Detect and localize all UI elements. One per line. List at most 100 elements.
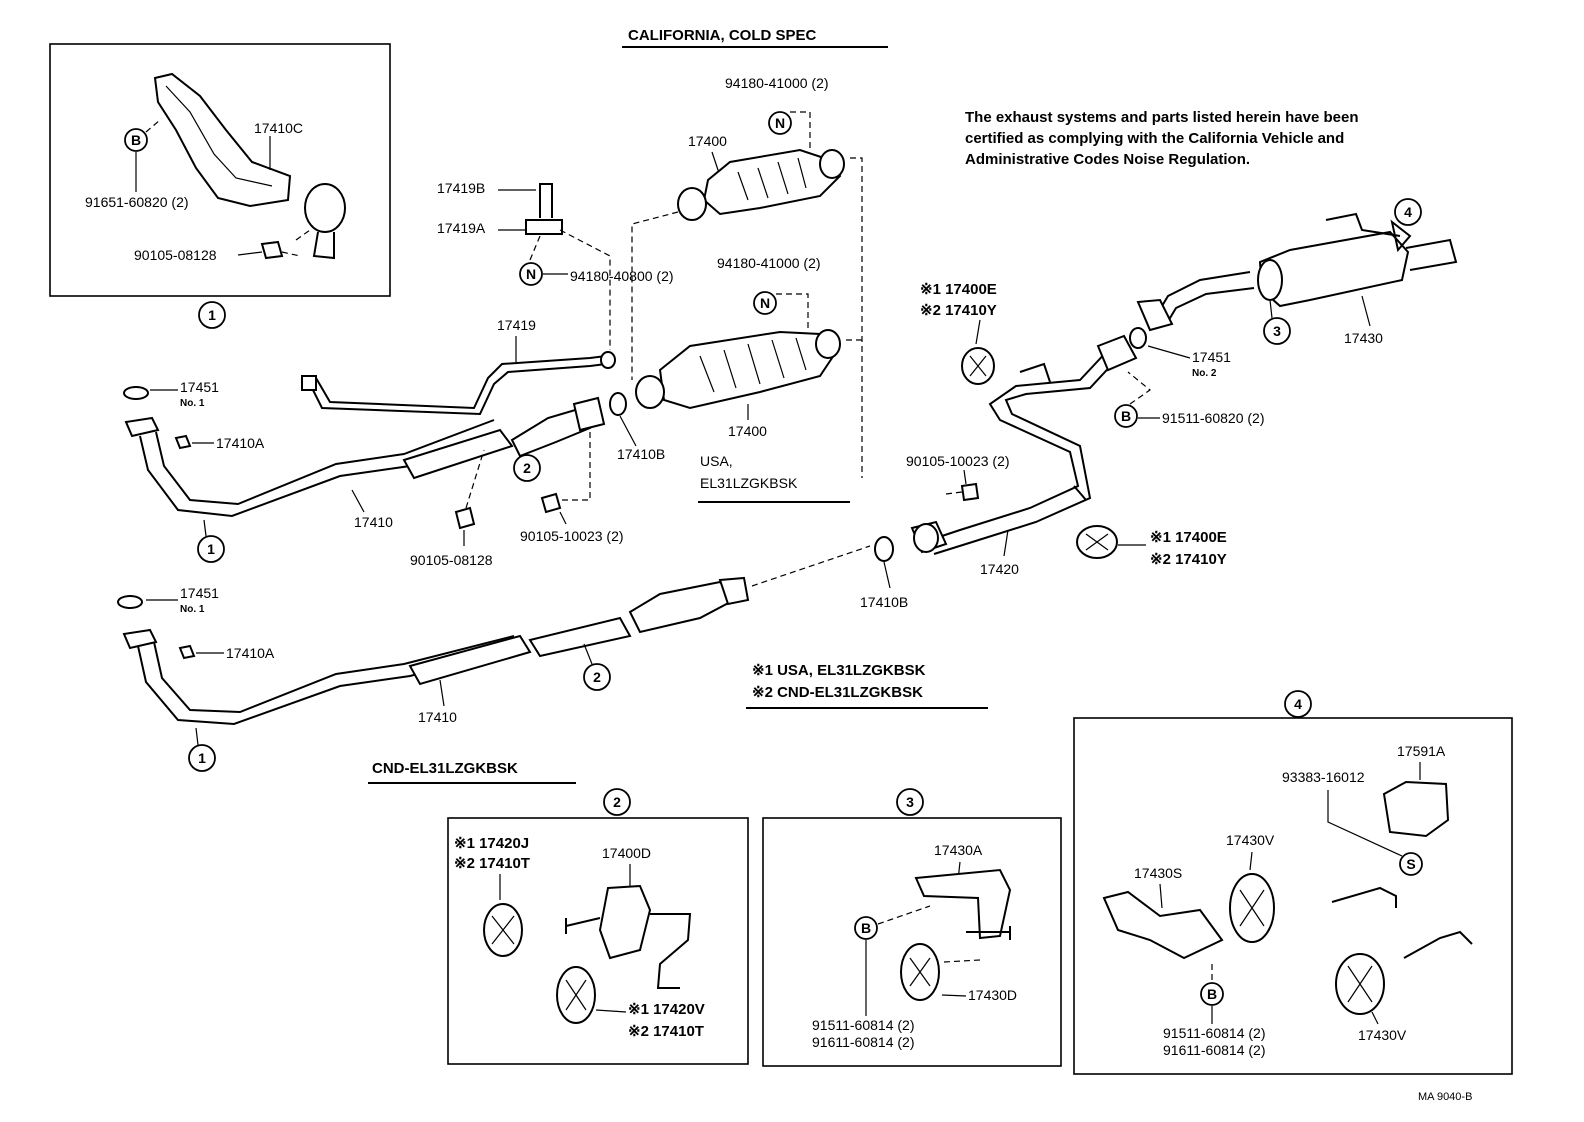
notice-line-2: certified as complying with the Californ… — [965, 130, 1344, 147]
label-91511-60820: 91511-60820 (2) — [1162, 410, 1264, 426]
callout-B-box3-text: B — [861, 920, 871, 936]
callout-2-box — [603, 788, 631, 816]
bolt-90105-08128-usa — [454, 506, 476, 530]
callout-N-lower — [753, 291, 777, 315]
label-17420V: ※1 17420V — [628, 1001, 705, 1018]
bolt-90105-10023-center — [960, 482, 980, 502]
label-17410-usa: 17410 — [354, 514, 393, 530]
callout-1-cnd — [188, 744, 216, 772]
pipe-17419: 17419 — [301, 317, 616, 416]
pipe-clamp — [304, 183, 346, 233]
gasket-17410B-upper — [609, 392, 627, 416]
callout-4-muffler — [1394, 198, 1422, 226]
label-17430D: 17430D — [968, 987, 1017, 1003]
callout-4-muffler-text: 4 — [1404, 204, 1412, 220]
callout-N-lower-text: N — [760, 295, 770, 311]
callout-B-center — [1114, 404, 1138, 428]
callout-N-17419-text: N — [526, 266, 536, 282]
callout-2-usa-text: 2 — [523, 460, 531, 476]
bracket-17400D — [598, 884, 652, 960]
label-17400E-lower: ※1 17400E — [1150, 529, 1227, 546]
label-90105-10023-center: 90105-10023 (2) — [906, 453, 1010, 469]
label-91511-60814-box4: 91511-60814 (2) — [1163, 1025, 1265, 1041]
resonator-17410-usa — [402, 428, 514, 480]
label-17430V-upper: 17430V — [1226, 832, 1275, 848]
converter-body-17400-upper — [702, 148, 842, 216]
bracket-17430A — [914, 868, 1012, 940]
callout-B-box4-text: B — [1207, 986, 1217, 1002]
certification-notice: The exhaust systems and parts listed her… — [965, 109, 1358, 168]
section-label-usa-code: EL31LZGKBSK — [700, 475, 798, 491]
label-no2: No. 2 — [1192, 368, 1217, 379]
callout-4-box — [1284, 690, 1312, 718]
bracket-17419A — [525, 219, 563, 235]
label-17410Y-lower: ※2 17410Y — [1150, 551, 1227, 568]
section-label-usa: USA, — [700, 453, 733, 469]
label-17430: 17430 — [1344, 330, 1383, 346]
callout-N-17419 — [519, 262, 543, 286]
bolt-90105-10023-usa — [540, 492, 562, 514]
label-17451-no1-usa: No. 1 — [180, 398, 205, 409]
callout-1-usa — [197, 535, 225, 563]
callout-2-cnd — [583, 663, 611, 691]
hanger-assembly-17419: 17419B 17419A N 94180-40800 (2) — [437, 180, 674, 350]
nut-17410A-usa — [174, 434, 192, 450]
label-17400D: 17400D — [602, 845, 651, 861]
u-bolt-17419B — [539, 183, 553, 218]
exhaust-bracket-17410C — [153, 72, 292, 208]
front-pipe-usa: 17451 No. 1 17410A 17410 1 2 90105-08128… — [123, 379, 624, 568]
callout-2-box-text: 2 — [613, 794, 621, 810]
label-17410B-upper: 17410B — [617, 446, 665, 462]
label-17451-no2: 17451 — [1192, 349, 1231, 365]
catalytic-converter-lower: 94180-41000 (2) N 17400 17410B USA, EL31… — [609, 255, 862, 503]
nut-17410A-cnd — [178, 644, 196, 660]
label-17419: 17419 — [497, 317, 536, 333]
callout-1-box1 — [198, 301, 226, 329]
gasket-17451-usa — [123, 386, 149, 400]
callout-3-box-text: 3 — [906, 794, 914, 810]
label-17430S: 17430S — [1134, 865, 1182, 881]
callout-1-usa-text: 1 — [207, 541, 215, 557]
callout-S-box4-text: S — [1406, 856, 1415, 872]
label-17410C: 17410C — [254, 120, 303, 136]
callout-3-muffler — [1263, 317, 1291, 345]
label-17410Y-upper: ※2 17410Y — [920, 302, 997, 319]
label-17410B-center: 17410B — [860, 594, 908, 610]
gasket-17451-no2 — [1129, 327, 1147, 349]
callout-B-box3 — [854, 916, 878, 940]
callout-1-box1-text: 1 — [208, 307, 216, 323]
label-90105-08128-usa: 90105-08128 — [410, 552, 493, 568]
legend-line-1: ※1 USA, EL31LZGKBSK — [752, 662, 926, 679]
label-17451-usa: 17451 — [180, 379, 219, 395]
detail-box-3: 17430A B 17430D 91511-60814 (2) 91611-60… — [762, 817, 1062, 1067]
label-94180-41000-upper: 94180-41000 (2) — [725, 75, 829, 91]
callout-3-muffler-text: 3 — [1273, 323, 1281, 339]
label-94180-41000-lower: 94180-41000 (2) — [717, 255, 821, 271]
label-17451-no1-cnd: No. 1 — [180, 604, 205, 615]
label-17419A: 17419A — [437, 220, 486, 236]
callout-4-box-text: 4 — [1294, 696, 1302, 712]
label-17420: 17420 — [980, 561, 1019, 577]
label-17400-upper: 17400 — [688, 133, 727, 149]
label-90105-08128-box1: 90105-08128 — [134, 247, 217, 263]
label-17591A: 17591A — [1397, 743, 1446, 759]
converter-cnd — [628, 580, 736, 634]
label-17430V-lower: 17430V — [1358, 1027, 1407, 1043]
notice-line-3: Administrative Codes Noise Regulation. — [965, 151, 1250, 168]
front-pipe-cnd: 17451 No. 1 17410A 17410 1 2 — [117, 545, 871, 772]
gasket-17410B-center — [874, 536, 894, 562]
label-17430A: 17430A — [934, 842, 983, 858]
label-17420J: ※1 17420J — [454, 835, 529, 852]
label-91511-60814-box3: 91511-60814 (2) — [812, 1017, 914, 1033]
label-94180-40800: 94180-40800 (2) — [570, 268, 674, 284]
label-17410-cnd: 17410 — [418, 709, 457, 725]
resonator-17410-cnd — [408, 634, 532, 686]
legend: ※1 USA, EL31LZGKBSK ※2 CND-EL31LZGKBSK — [746, 662, 988, 709]
converter-body-17400-lower — [658, 330, 838, 410]
callout-2-usa — [513, 454, 541, 482]
detail-box-4: 17591A 93383-16012 S 17430V 17430S B 915… — [1073, 717, 1513, 1075]
gasket-17451-cnd — [117, 595, 143, 609]
diagram-title: CALIFORNIA, COLD SPEC — [628, 27, 817, 44]
label-91611-60814-box3: 91611-60814 (2) — [812, 1034, 914, 1050]
